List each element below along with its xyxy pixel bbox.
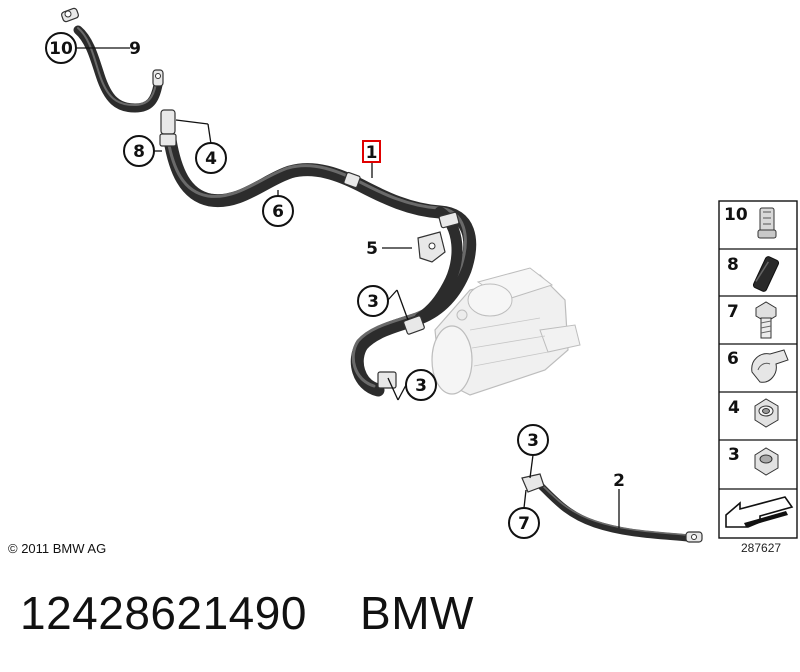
callout-2: 2 [613,471,625,491]
cable-1 [159,109,477,397]
legend-row-6: 6 [727,349,789,383]
callout-8: 8 [123,135,155,167]
svg-text:7: 7 [727,302,739,322]
svg-text:6: 6 [272,202,284,222]
svg-text:8: 8 [727,255,739,275]
cable-9 [61,7,164,113]
svg-text:1: 1 [366,143,378,163]
svg-text:4: 4 [728,398,740,418]
svg-text:8: 8 [133,142,145,162]
part-number-line: 12428621490 BMW [20,587,474,639]
hex-nut-icon [754,447,779,476]
callout-9: 9 [129,39,141,59]
callout-3-upper: 3 [357,285,389,317]
legend-panel: 10 8 7 6 [718,200,798,539]
cable-clip-icon [751,349,789,383]
svg-text:3: 3 [527,431,539,451]
copyright-text: © 2011 BMW AG [8,541,107,556]
callout-7: 7 [508,507,540,539]
svg-text:5: 5 [366,239,378,259]
svg-text:9: 9 [129,39,141,59]
svg-text:2: 2 [613,471,625,491]
screw-terminal-icon [757,207,777,239]
callout-6: 6 [262,195,294,227]
svg-text:10: 10 [724,205,748,225]
callout-10: 10 [45,32,77,64]
svg-text:3: 3 [415,376,427,396]
callout-5: 5 [366,239,378,259]
svg-text:4: 4 [205,149,217,169]
legend-row-8: 8 [727,255,780,292]
sleeve-tube-icon [752,256,780,292]
svg-text:6: 6 [727,349,739,369]
svg-text:10: 10 [49,39,73,59]
lock-nut-icon [754,398,779,428]
legend-row-4: 4 [728,398,779,428]
legend-row-3: 3 [728,445,779,476]
arrow-icon [725,496,794,528]
diagram-number: 287627 [741,541,782,555]
hex-bolt-icon [755,301,777,339]
callout-1-highlight: 1 [362,140,381,163]
starter-motor [431,267,581,396]
svg-text:3: 3 [367,292,379,312]
svg-text:3: 3 [728,445,740,465]
callout-4: 4 [195,142,227,174]
legend-row-10: 10 [724,205,777,239]
svg-text:7: 7 [518,514,530,534]
callout-3-middle: 3 [405,369,437,401]
legend-row-7: 7 [727,301,777,339]
cable-2 [521,473,703,543]
callout-3-lower: 3 [517,424,549,456]
